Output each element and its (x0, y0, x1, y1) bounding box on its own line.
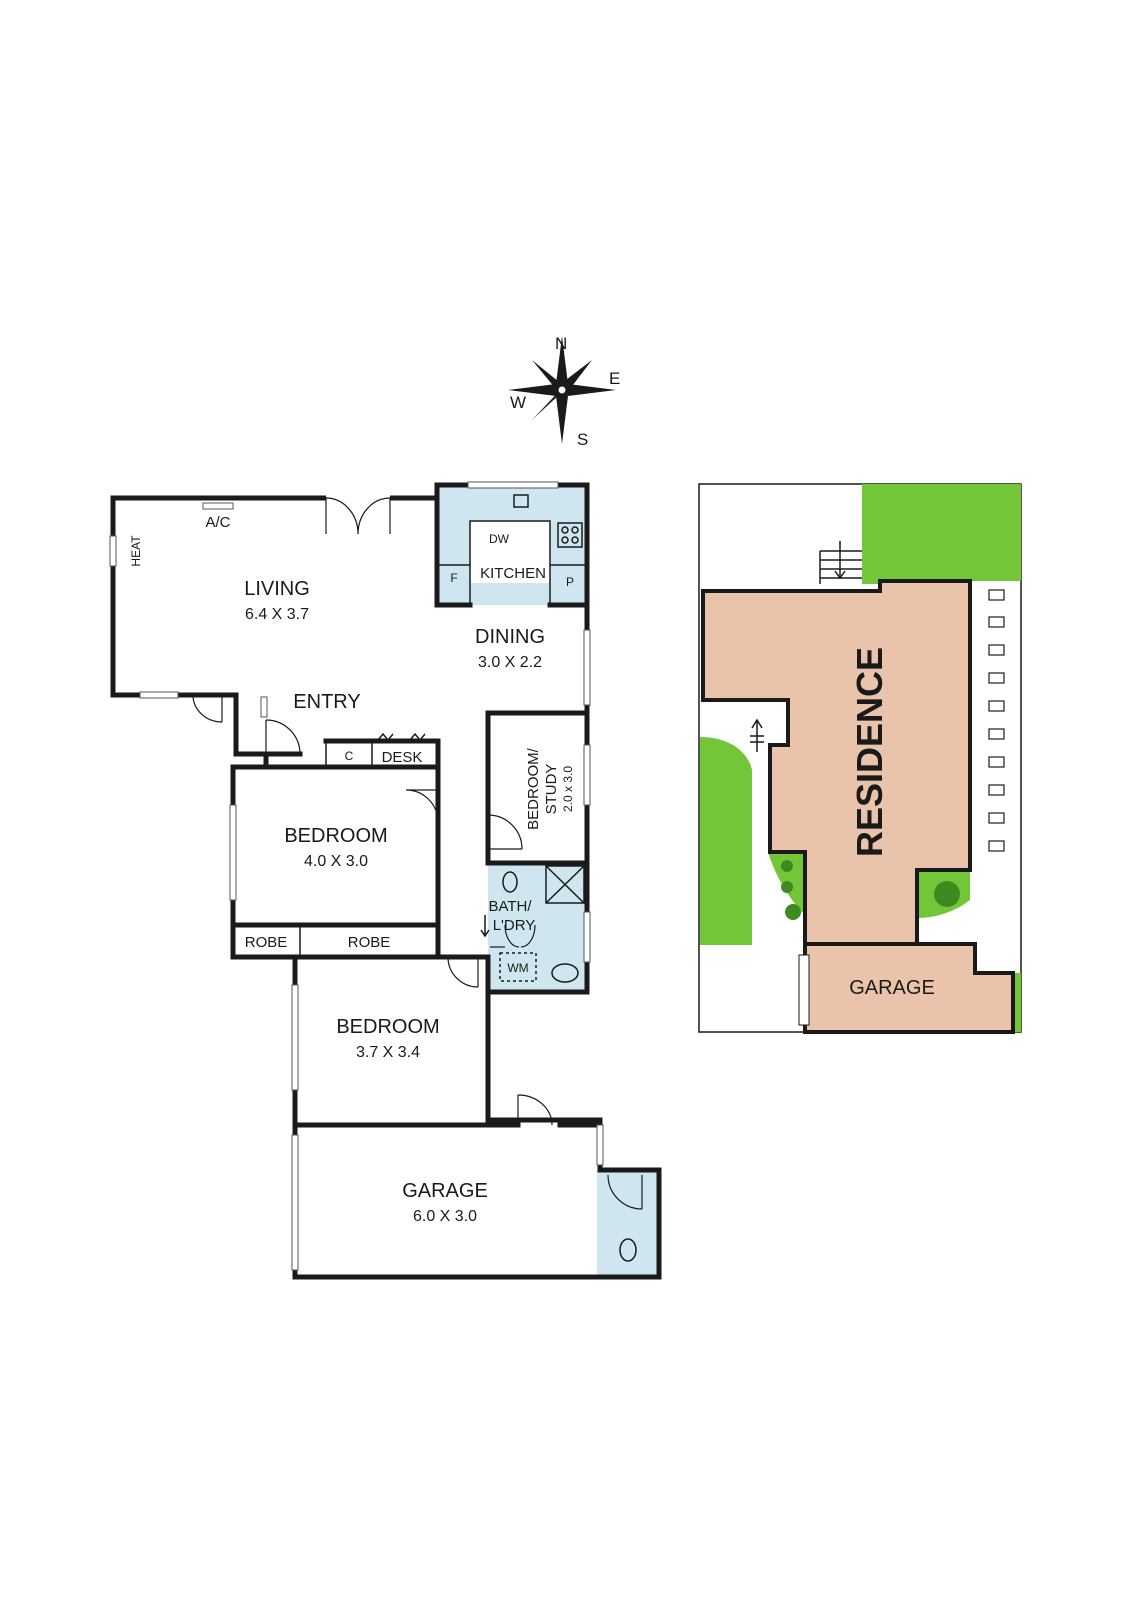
bedroom1-size: 4.0 X 3.0 (304, 853, 368, 870)
bedroom1-window (229, 804, 237, 901)
basin-icon (551, 963, 579, 983)
cupboard-label: C (345, 749, 354, 763)
site-garage-footprint (803, 942, 1015, 1034)
living-size: 6.4 X 3.7 (245, 606, 309, 623)
garage-wc-door (607, 1174, 643, 1210)
parking-markers (988, 589, 1005, 852)
bath-label-2: L'DRY (493, 917, 536, 934)
residence-label: RESIDENCE (849, 647, 890, 857)
entry-label: ENTRY (293, 691, 360, 713)
dining-window (583, 629, 591, 706)
front-door (192, 694, 223, 723)
study-size: 2.0 x 3.0 (561, 766, 575, 812)
floor-plan: LIVING 6.4 X 3.7 DINING 3.0 X 2.2 KITCHE… (109, 481, 662, 1280)
washing-machine-icon (499, 952, 537, 982)
living-window (139, 691, 179, 699)
dining-label: DINING (475, 626, 545, 648)
entry-walls (110, 692, 441, 960)
living-french-doors (325, 494, 391, 535)
garage-wc-fill (597, 1170, 659, 1277)
steps-icon (819, 541, 862, 584)
compass-west: W (510, 393, 526, 412)
tree-icon (934, 881, 960, 907)
bedroom2-label: BEDROOM (336, 1016, 439, 1038)
fridge-label: F (450, 571, 457, 585)
ac-unit-icon (202, 502, 234, 510)
bedroom2-size: 3.7 X 3.4 (356, 1044, 420, 1061)
desk-chair-icon (377, 732, 426, 742)
compass-east: E (609, 369, 620, 388)
lawn-west (700, 737, 752, 945)
compass-north: N (555, 334, 567, 353)
entry-door (265, 719, 301, 755)
garage-walls (292, 1122, 603, 1173)
tree-icon (781, 881, 793, 893)
bedroom1-door (405, 789, 439, 823)
study-walls (485, 710, 590, 866)
bath-entry-arrow (480, 915, 490, 938)
living-label: LIVING (244, 578, 310, 600)
lawn-strip (1013, 973, 1021, 1032)
garage-size: 6.0 X 3.0 (413, 1208, 477, 1225)
entry-window (260, 696, 268, 718)
cooktop-icon (557, 522, 583, 548)
entry-arrow-icon (750, 718, 764, 752)
compass-south: S (577, 430, 588, 449)
garage-label: GARAGE (402, 1180, 488, 1202)
kitchen-label: KITCHEN (480, 565, 546, 582)
dw-label: DW (489, 532, 510, 546)
robe-label-2: ROBE (348, 934, 391, 951)
bedroom1-walls (230, 764, 441, 960)
bedroom2-walls (292, 954, 491, 1128)
bedroom2-window (291, 984, 299, 1091)
study-label-2: STUDY (543, 764, 560, 815)
site-garage-door (798, 954, 810, 1026)
wm-label: WM (507, 961, 528, 975)
study-label: BEDROOM/ (525, 747, 542, 830)
kitchen-walls (434, 495, 590, 608)
bath-entry-door (504, 924, 536, 948)
compass: N S E W (508, 334, 620, 449)
garage-toilet-icon (619, 1238, 637, 1262)
study-door (487, 814, 523, 850)
site-garage-label: GARAGE (849, 977, 935, 999)
kitchen-window (467, 481, 559, 489)
sink-icon (513, 494, 529, 508)
compass-rose-icon (508, 336, 616, 444)
bath-label: BATH/ (488, 898, 532, 915)
heat-label: HEAT (129, 535, 143, 567)
shower-icon (545, 865, 585, 904)
study-label-group: BEDROOM/ STUDY 2.0 x 3.0 (525, 747, 575, 830)
bedroom2-door (447, 956, 479, 988)
bedroom1-label: BEDROOM (284, 825, 387, 847)
heater-icon (109, 535, 117, 567)
ac-label: A/C (205, 514, 230, 531)
toilet-icon (502, 871, 518, 893)
garage-side-window (596, 1124, 604, 1166)
pantry-label: P (566, 575, 574, 589)
robe-label-1: ROBE (245, 934, 288, 951)
kitchen-floor (470, 521, 550, 583)
desk-label: DESK (382, 749, 423, 766)
tree-icon (785, 904, 801, 920)
exterior-walls (110, 482, 662, 1280)
garage-door-rear (517, 1094, 553, 1126)
study-window (583, 744, 591, 806)
lawn-north-east (862, 484, 1021, 584)
dining-size: 3.0 X 2.2 (478, 654, 542, 671)
kitchen-bench-outline (437, 520, 587, 605)
garage-window (291, 1134, 299, 1271)
bath-window (583, 911, 591, 963)
site-plan: RESIDENCE GARAGE (698, 483, 1022, 1034)
tree-icon (781, 860, 793, 872)
